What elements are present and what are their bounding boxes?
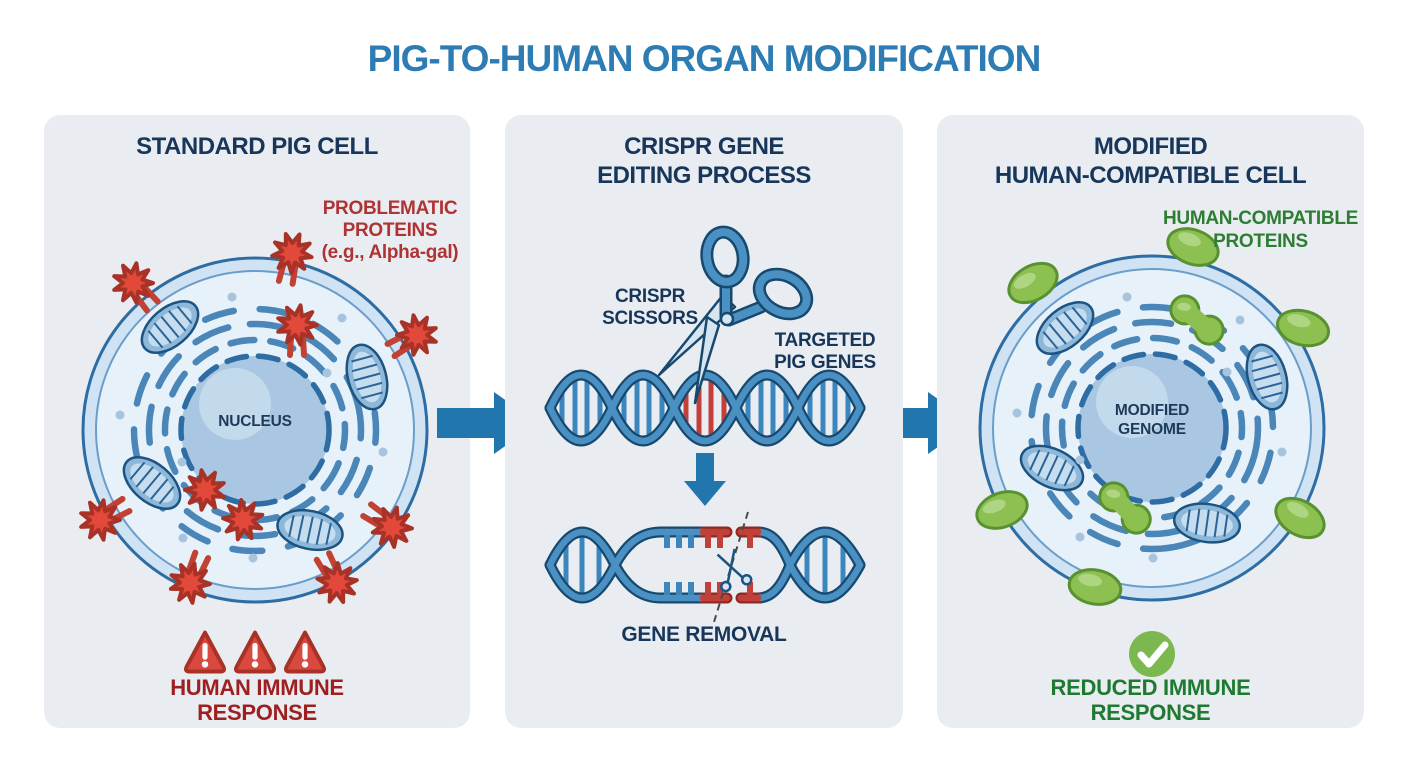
reduced-immune-caption: REDUCED IMMUNE RESPONSE xyxy=(1050,675,1251,725)
targeted-pig-genes-label: TARGETED PIG GENES xyxy=(774,330,876,373)
modified-genome-label: MODIFIED GENOME xyxy=(1114,402,1190,438)
panel-standard-pig-cell: STANDARD PIG CELL PROBLEMATIC PROTEINS (… xyxy=(44,115,470,728)
page-title: PIG-TO-HUMAN ORGAN MODIFICATION xyxy=(367,38,1042,79)
modified-cell-graphic xyxy=(970,220,1335,677)
warning-icon xyxy=(236,633,274,672)
immune-response-caption: HUMAN IMMUNE RESPONSE xyxy=(170,675,344,725)
cytoplasm-dots xyxy=(115,292,388,563)
warning-icon xyxy=(186,633,224,672)
gene-removal-caption: GENE REMOVAL xyxy=(621,623,787,646)
scissors-icon xyxy=(657,225,814,405)
crispr-scissors-label: CRISPR SCISSORS xyxy=(602,286,698,329)
dna-helix xyxy=(544,369,866,447)
check-icon xyxy=(1129,631,1175,677)
problematic-proteins-label: PROBLEMATIC PROTEINS (e.g., Alpha-gal) xyxy=(321,198,459,263)
pig-cell-graphic xyxy=(44,115,470,728)
panel-middle-header: CRISPR GENE EDITING PROCESS xyxy=(597,133,811,189)
compatible-proteins-label: HUMAN-COMPATIBLE PROTEINS xyxy=(1162,208,1359,252)
warning-icon xyxy=(286,633,324,672)
nucleus-label: NUCLEUS xyxy=(218,413,292,430)
panel-right-header: MODIFIED HUMAN-COMPATIBLE CELL xyxy=(994,133,1307,189)
dna-gene-removal xyxy=(544,511,866,623)
crispr-graphic xyxy=(544,225,866,623)
mini-scissors-icon xyxy=(716,548,753,593)
panel-left-header: STANDARD PIG CELL xyxy=(136,133,378,160)
panel-modified-cell: MODIFIED HUMAN-COMPATIBLE CELL HUMAN-COM… xyxy=(937,115,1364,728)
arrow-down-icon xyxy=(684,453,726,506)
nucleus xyxy=(1075,351,1229,505)
cell-membrane xyxy=(978,254,1326,602)
cytoplasm-dots xyxy=(1012,292,1287,563)
nucleus xyxy=(178,353,332,507)
panel-crispr-editing: CRISPR GENE EDITING PROCESS CRISPR SCISS… xyxy=(505,115,903,728)
